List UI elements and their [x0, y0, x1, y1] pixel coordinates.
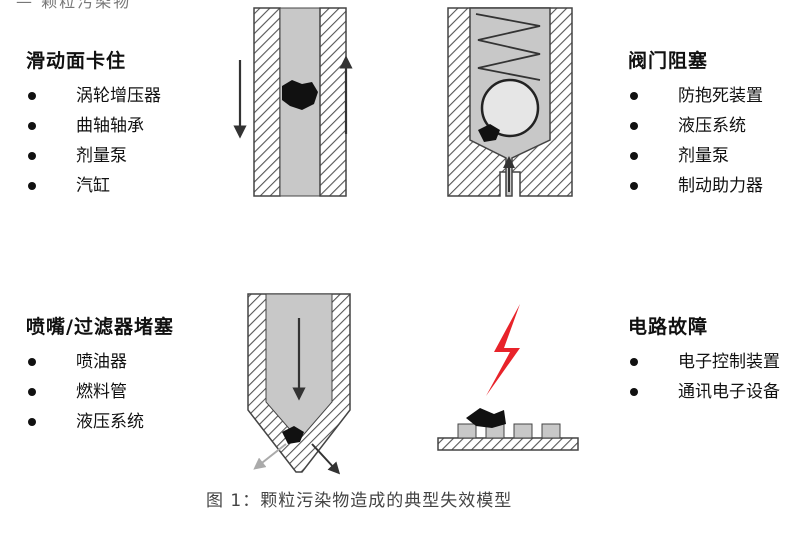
valve-blockage-diagram — [447, 7, 573, 197]
block-title: 电路故障 — [628, 316, 709, 338]
list-item: 剂量泵 — [628, 141, 763, 171]
circuit-failure-diagram — [437, 304, 579, 451]
block-valve-blockage: 阀门阻塞 防抱死装置 液压系统 剂量泵 制动助力器 — [628, 46, 763, 201]
list-item: 汽缸 — [26, 171, 161, 201]
particle — [478, 124, 500, 142]
list-item: 曲轴轴承 — [26, 111, 161, 141]
figure-caption: 图 1：颗粒污染物造成的典型失效模型 — [206, 491, 513, 511]
lightning-icon — [486, 304, 520, 396]
arrow-out-icon — [311, 443, 341, 475]
list-item: 通讯电子设备 — [628, 377, 780, 407]
list-item: 剂量泵 — [26, 141, 161, 171]
particle — [282, 426, 304, 444]
nozzle-clog-diagram — [247, 293, 351, 475]
spring-icon — [475, 13, 541, 81]
list-item: 燃料管 — [26, 377, 174, 407]
block-nozzle-filter-clog: 喷嘴/过滤器堵塞 喷油器 燃料管 液压系统 — [26, 312, 174, 437]
arrow-out-icon — [253, 443, 287, 470]
list-item: 制动助力器 — [628, 171, 763, 201]
sliding-surface-diagram — [233, 7, 353, 197]
block-title: 喷嘴/过滤器堵塞 — [26, 316, 174, 338]
top-cut-text: — 颗粒污染物 — [16, 0, 132, 11]
block-circuit-failure: 电路故障 电子控制装置 通讯电子设备 — [628, 312, 780, 407]
particle — [282, 80, 318, 110]
block-title: 阀门阻塞 — [628, 50, 709, 72]
list-item: 液压系统 — [26, 407, 174, 437]
list-item: 液压系统 — [628, 111, 763, 141]
valve-ball-icon — [480, 78, 540, 138]
particle — [466, 408, 506, 428]
list-item: 涡轮增压器 — [26, 81, 161, 111]
list-item: 电子控制装置 — [628, 347, 780, 377]
list-item: 防抱死装置 — [628, 81, 763, 111]
block-title: 滑动面卡住 — [26, 50, 127, 72]
list-item: 喷油器 — [26, 347, 174, 377]
block-sliding-surface: 滑动面卡住 涡轮增压器 曲轴轴承 剂量泵 汽缸 — [26, 46, 161, 201]
